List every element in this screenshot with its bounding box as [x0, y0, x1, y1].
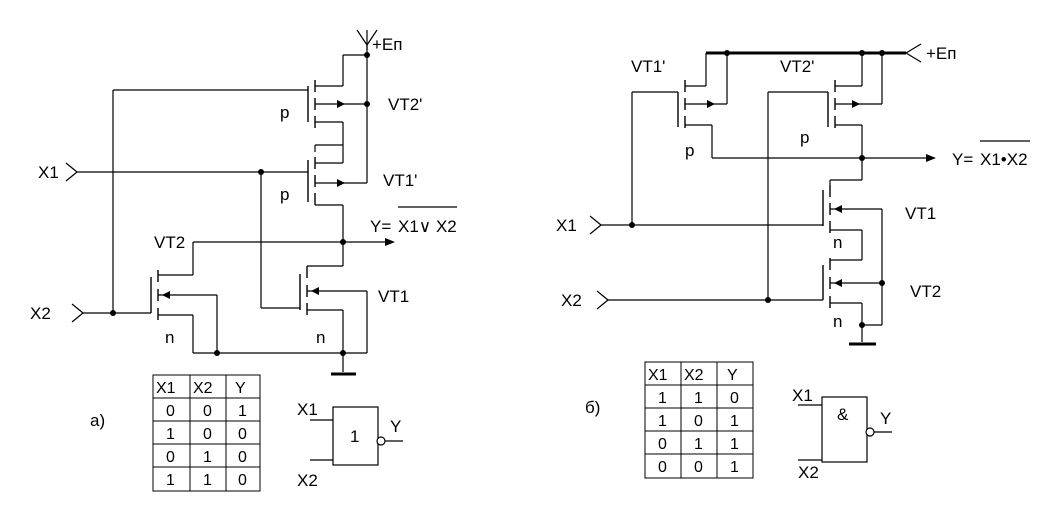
gate-symbol-text-a: 1	[350, 427, 359, 446]
vt2-channel-b: n	[833, 312, 842, 331]
transistor-vt1p-a	[307, 104, 368, 242]
tt-b-header-x1: X1	[648, 367, 668, 384]
tt-b-cell: 1	[730, 413, 739, 430]
input-x2-terminal-b	[596, 290, 823, 310]
transistor-vt2-b	[822, 258, 882, 342]
caption-a: а)	[90, 411, 105, 430]
caption-b: б)	[585, 398, 600, 417]
tt-a-header-x1: X1	[156, 380, 176, 397]
vt2p-channel-b: p	[800, 128, 809, 147]
vt1p-label-b: VT1'	[631, 57, 665, 76]
supply-terminal-b	[905, 43, 922, 63]
tt-b-cell: 0	[694, 459, 703, 476]
vt1p-channel-b: p	[685, 141, 694, 160]
tt-a-cell: 1	[166, 426, 175, 443]
gate-in2-a: X2	[297, 471, 318, 490]
gate-out-a: Y	[390, 417, 401, 436]
vt1p-channel-a: p	[280, 185, 289, 204]
supply-label-b: +Еп	[926, 44, 956, 63]
tt-a-cell: 0	[166, 403, 175, 420]
vt1-channel-b: n	[833, 233, 842, 252]
vt1-label-b: VT1	[905, 204, 936, 223]
vt2-channel-a: n	[165, 328, 174, 347]
transistor-vt1-a	[299, 266, 368, 353]
vt2-label-b: VT2	[910, 282, 941, 301]
tt-b-cell: 0	[694, 413, 703, 430]
tt-b-cell: 0	[658, 459, 667, 476]
output-expr-a: X1∨ X2	[398, 217, 457, 236]
tt-b-cell: 0	[658, 436, 667, 453]
vt1p-label-a: VT1'	[383, 171, 417, 190]
output-prefix-a: Y=	[370, 217, 391, 236]
tt-a-cell: 0	[203, 403, 212, 420]
input-x1-terminal-a	[65, 162, 308, 182]
tt-b-cell: 1	[730, 459, 739, 476]
transistor-vt1p-b	[677, 53, 862, 159]
tt-b-header-y: Y	[727, 367, 738, 384]
output-prefix-b: Y=	[952, 150, 973, 169]
tt-a-cell: 1	[166, 472, 175, 489]
tt-a-cell: 0	[166, 449, 175, 466]
transistor-vt1-b	[822, 179, 883, 325]
tt-a-cell: 0	[203, 426, 212, 443]
tt-b-cell: 1	[658, 390, 667, 407]
gate-symbol-a: 1 X1 X2 Y	[297, 400, 403, 490]
tt-b-cell: 1	[694, 436, 703, 453]
input-x2-terminal-a	[71, 303, 151, 323]
gate-in2-b: X2	[798, 463, 819, 482]
tt-b-header-x2: X2	[684, 367, 704, 384]
input-x1-terminal-b	[589, 215, 823, 235]
vt1-channel-a: n	[316, 328, 325, 347]
truth-table-b: X1 X2 Y 1 1 0 1 0 1 0 1 1 0 0 1	[644, 361, 754, 479]
circuit-b: +Еп VT1' p	[556, 43, 1030, 482]
transistor-vt2p-b	[827, 53, 883, 180]
output-expr-b: X1•X2	[980, 150, 1028, 169]
tt-a-cell: 0	[238, 472, 247, 489]
tt-a-cell: 1	[203, 472, 212, 489]
input-x2-label-b: X2	[561, 291, 582, 310]
input-x2-label-a: X2	[30, 304, 51, 323]
tt-a-header-x2: X2	[193, 380, 213, 397]
tt-a-cell: 0	[238, 449, 247, 466]
vt2p-label-a: VT2'	[388, 95, 422, 114]
supply-label-a: +Еп	[372, 35, 402, 54]
input-x1-label-a: X1	[38, 163, 59, 182]
tt-b-cell: 1	[730, 436, 739, 453]
tt-a-cell: 1	[203, 449, 212, 466]
input-x1-label-b: X1	[556, 216, 577, 235]
tt-a-cell: 1	[238, 403, 247, 420]
truth-table-a: X1 X2 Y 0 0 1 1 0 0 0 1 0 1 1 0	[152, 374, 261, 492]
tt-b-cell: 0	[730, 390, 739, 407]
vt2-label-a: VT2	[154, 233, 185, 252]
vt1-label-a: VT1	[378, 287, 409, 306]
vt2p-channel-a: p	[280, 103, 289, 122]
gate-symbol-text-b: &	[837, 405, 849, 424]
tt-a-header-y: Y	[235, 380, 246, 397]
gate-in1-b: X1	[792, 386, 813, 405]
transistor-vt2p-a	[307, 54, 367, 145]
vt2p-label-b: VT2'	[780, 57, 814, 76]
transistor-vt2-a	[150, 270, 218, 353]
gate-out-b: Y	[880, 409, 891, 428]
tt-a-cell: 0	[238, 426, 247, 443]
gate-in1-a: X1	[297, 400, 318, 419]
circuit-a: +Еп VT2' p	[30, 29, 457, 492]
tt-b-cell: 1	[658, 413, 667, 430]
gate-symbol-b: & X1 X2 Y	[792, 386, 892, 482]
tt-b-cell: 1	[694, 390, 703, 407]
